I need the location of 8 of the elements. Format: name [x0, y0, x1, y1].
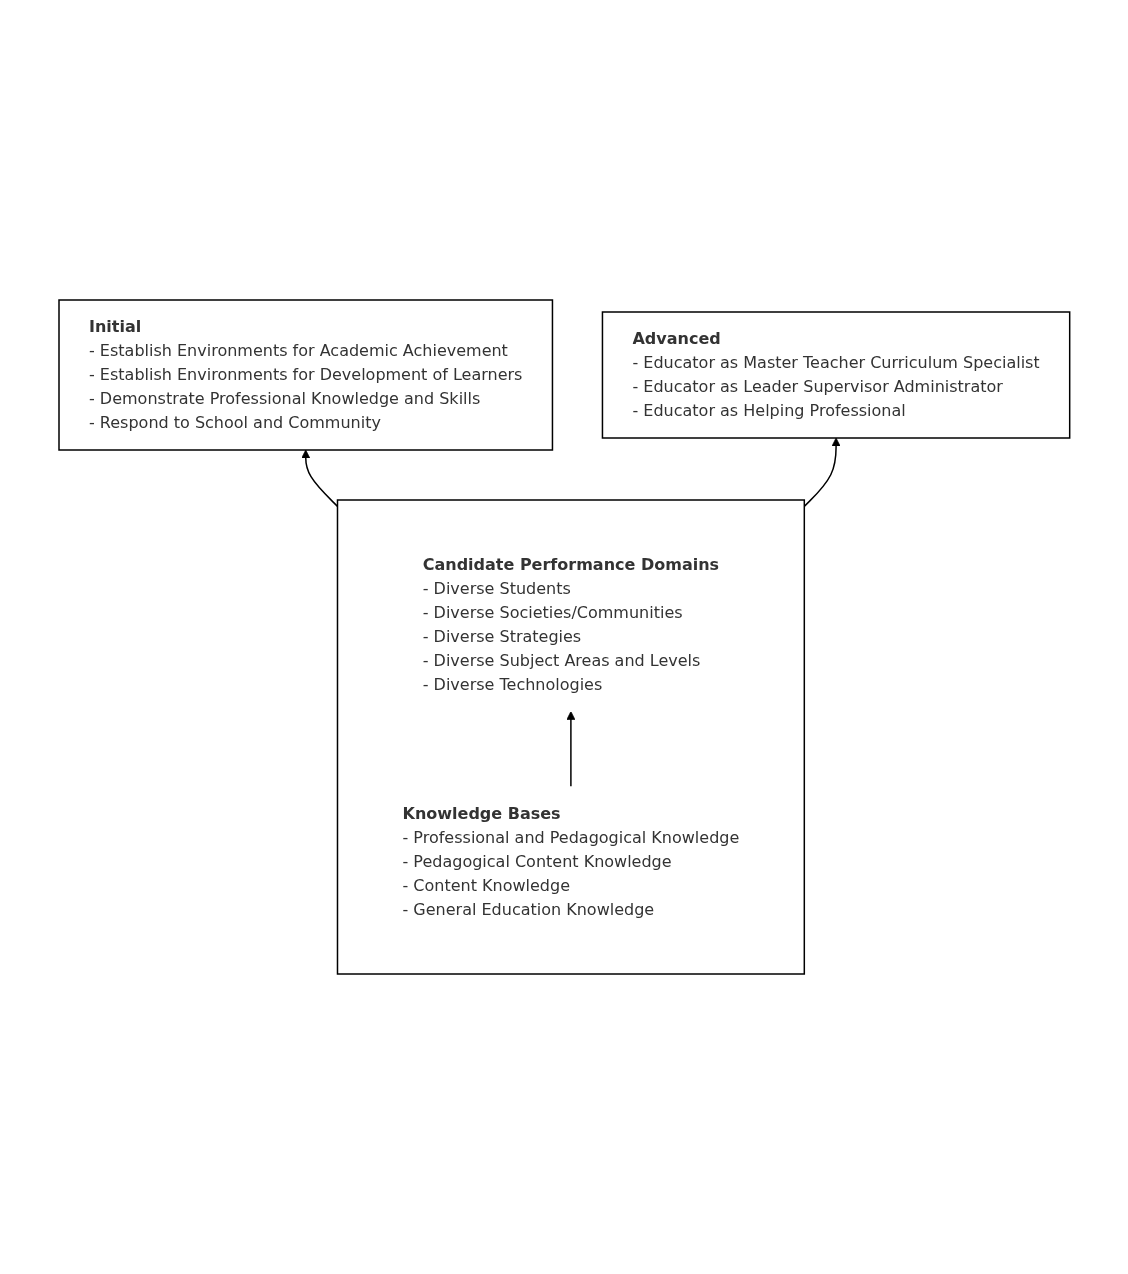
cluster: [336, 499, 805, 975]
arrow: [301, 449, 338, 508]
arrow: [803, 437, 841, 508]
node-box: Initial - Establish Environments for Academic Achievement - Establish Environments for Development of Learners - Demonstrate Professional Knowledge and Skills - Respond to School and Community: [57, 299, 553, 451]
node-text: Knowledge Bases - Professional and Pedagogical Knowledge - Pedagogical Content Knowledge - Content Knowledge - General Education Knowledge: [402, 803, 739, 919]
node-text: Candidate Performance Domains - Diverse Students - Diverse Societies/Communities - Diverse Strategies - Diverse Subject Areas and Levels - Diverse Technologies: [422, 554, 719, 694]
arrow: [566, 711, 575, 788]
node-box: Advanced - Educator as Master Teacher Curriculum Specialist - Educator as Leader Supervisor Administrator - Educator as Helping Professional: [601, 311, 1071, 439]
